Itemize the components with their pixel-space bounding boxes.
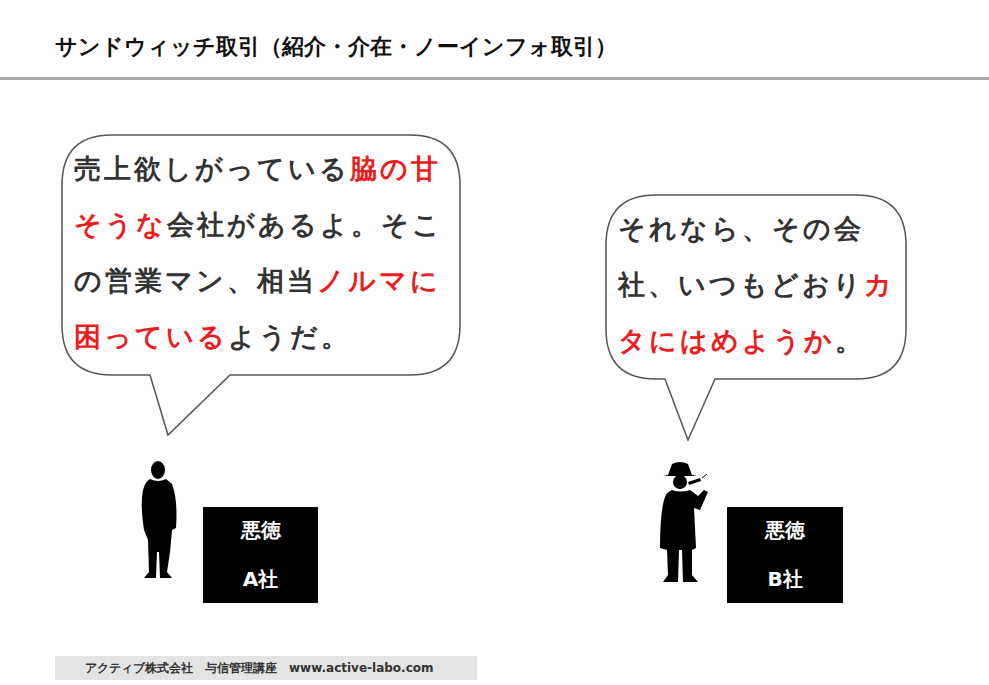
speech-bubble: 売上欲しがっている脇の甘そうな会社があるよ。そこの営業マン、相当ノルマに困ってい… (62, 135, 460, 375)
speech-bubble: それなら、その会社、いつもどおりカタにはめようか。 (606, 195, 906, 379)
speech-text: 売上欲しがっている (74, 153, 350, 184)
company-label: B社 (727, 566, 843, 593)
man-silhouette (142, 461, 177, 578)
gangster-silhouette (660, 462, 708, 582)
speech-text: 。 (835, 325, 865, 356)
company-box: 悪徳 A社 (203, 507, 318, 603)
footer-note: アクティブ株式会社 与信管理講座 www.active-labo.com (55, 656, 477, 680)
bubble-outline (62, 135, 460, 435)
speech-text: ようだ。 (228, 321, 351, 352)
bubble-outline (606, 195, 906, 440)
company-label: 悪徳 (203, 517, 318, 544)
bubble-outlines (62, 135, 906, 440)
page-title: サンドウィッチ取引（紹介・介在・ノーインフォ取引） (55, 32, 617, 62)
speech-text: それなら、その会社、いつもどおり (618, 213, 864, 300)
company-label: A社 (203, 566, 318, 593)
company-label: 悪徳 (727, 517, 843, 544)
title-rule (0, 77, 989, 80)
company-box: 悪徳 B社 (727, 507, 843, 603)
